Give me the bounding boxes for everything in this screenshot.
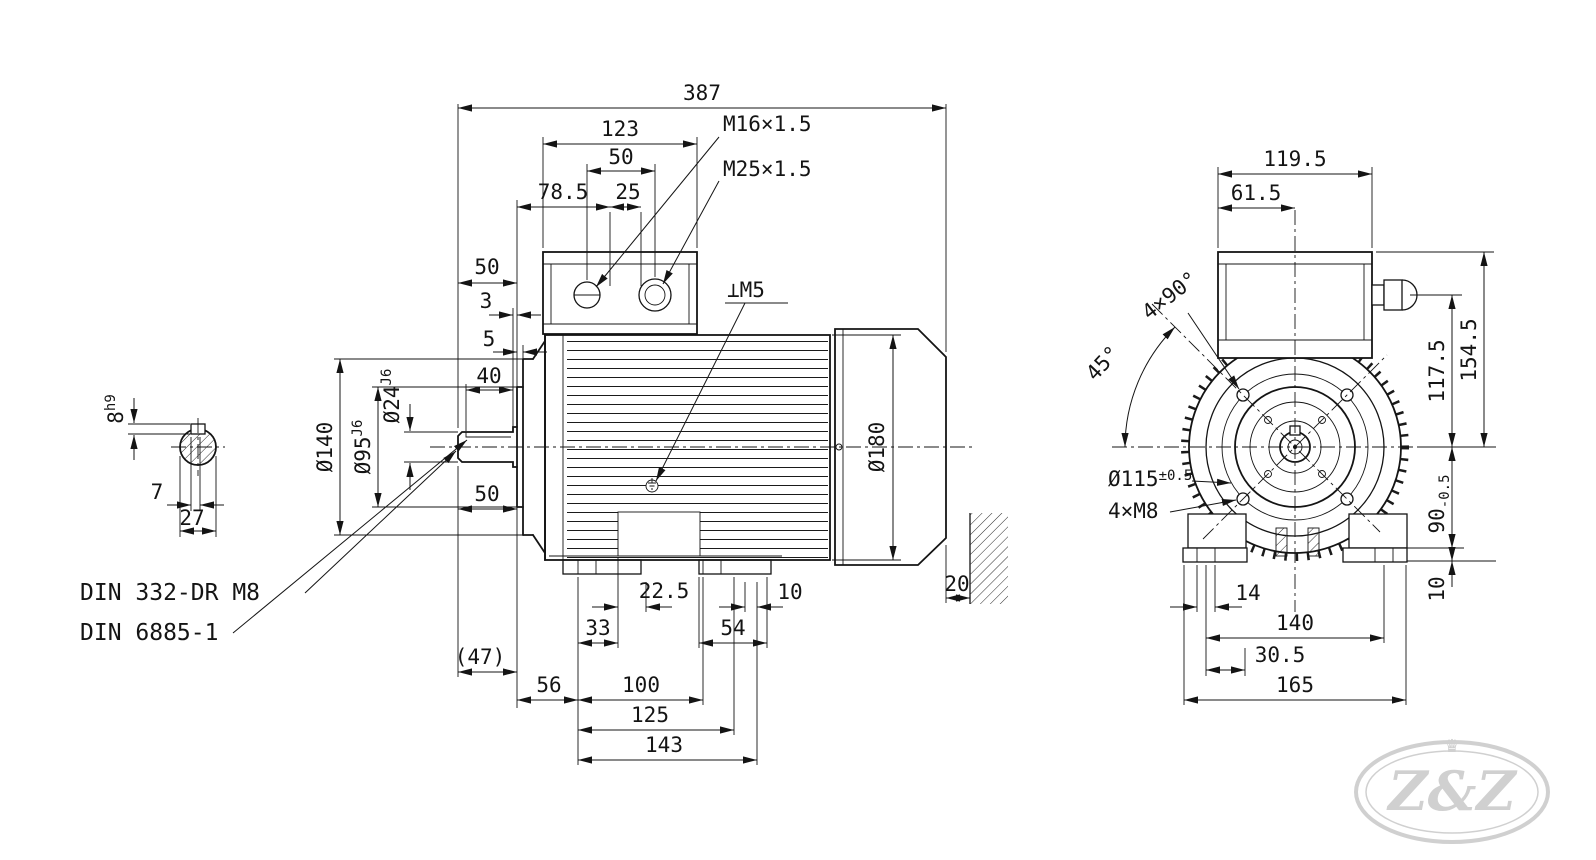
dim-gland-offset: 25 xyxy=(615,180,640,204)
label-bolt-holes: 4×M8 xyxy=(1108,499,1159,523)
dim-33: 33 xyxy=(585,616,610,640)
dim-key-length: 40 xyxy=(476,364,501,388)
dim-wall-clearance: 20 xyxy=(944,572,969,596)
front-geometry xyxy=(1112,210,1448,612)
label-centre-hole-standard: DIN 332-DR M8 xyxy=(80,580,260,606)
dim-overall-length: 387 xyxy=(683,81,721,105)
front-dimension-lines xyxy=(1121,170,1488,704)
dim-125: 125 xyxy=(631,703,669,727)
side-labels: 387 123 50 78.5 25 M16×1.5 M25×1.5 50 3 … xyxy=(80,81,970,757)
dim-slot-width: 14 xyxy=(1235,581,1260,605)
dim-shoulder-3: 3 xyxy=(480,289,493,313)
dim-key-7: 7 xyxy=(151,480,164,504)
dim-54: 54 xyxy=(720,616,745,640)
dim-shaft-27: 27 xyxy=(179,506,204,530)
dim-47-ref: (47) xyxy=(455,645,506,669)
dim-box-center: 61.5 xyxy=(1231,181,1282,205)
front-extension-lines xyxy=(1183,167,1496,705)
dim-gland-height: 117.5 xyxy=(1425,339,1449,402)
dim-slot-10: 10 xyxy=(777,580,802,604)
dim-frame-diameter: Ø180 xyxy=(865,422,889,473)
wall-hatch xyxy=(970,513,1008,604)
dim-shaft-height: 90-0.5 xyxy=(1425,474,1453,533)
shaft-section-detail: 8h9 7 27 xyxy=(103,394,225,537)
dim-shaft-extension: 50 xyxy=(474,255,499,279)
dim-foot-width: 165 xyxy=(1276,673,1314,697)
dim-bolt-circle: Ø115±0.5 xyxy=(1108,467,1192,491)
dim-spigot-5: 5 xyxy=(483,327,496,351)
front-labels: 119.5 61.5 4×90° 45° 117.5 154.5 Ø115±0.… xyxy=(1081,147,1481,697)
dim-flange-diameter: Ø140 xyxy=(313,422,337,473)
dim-key-height: 8h9 xyxy=(103,394,128,424)
watermark-crown-icon: ♛ xyxy=(1445,733,1458,758)
dim-56: 56 xyxy=(536,673,561,697)
dim-spigot-diameter: Ø95J6 xyxy=(350,420,375,475)
label-bolt-pattern: 4×90° xyxy=(1137,267,1202,325)
earth-symbol xyxy=(648,478,656,490)
dim-pad-height: 10 xyxy=(1425,576,1449,601)
dim-face-to-gland: 78.5 xyxy=(538,180,589,204)
label-earth-thread: ⊥M5 xyxy=(727,278,765,302)
watermark-logo: ♛ Z&Z xyxy=(1354,733,1550,844)
dim-foot-holes-100: 100 xyxy=(622,673,660,697)
detail-extension-lines xyxy=(128,423,217,537)
label-cable-gland-m16: M16×1.5 xyxy=(723,112,812,136)
dim-foot-length-143: 143 xyxy=(645,733,683,757)
dim-50-lower: 50 xyxy=(474,482,499,506)
front-view-motor: 119.5 61.5 4×90° 45° 117.5 154.5 Ø115±0.… xyxy=(1081,147,1496,705)
dim-gland-spacing: 50 xyxy=(608,145,633,169)
label-key-standard: DIN 6885-1 xyxy=(80,620,218,646)
watermark-text: Z&Z xyxy=(1386,759,1518,823)
dim-box-width-front: 119.5 xyxy=(1263,147,1326,171)
dim-shaft-diameter: Ø24J6 xyxy=(379,369,404,424)
side-geometry xyxy=(430,251,1008,604)
side-dimension-lines xyxy=(232,104,970,764)
dim-30-5: 30.5 xyxy=(1255,643,1306,667)
label-cable-gland-m25: M25×1.5 xyxy=(723,157,812,181)
side-view-motor: 387 123 50 78.5 25 M16×1.5 M25×1.5 50 3 … xyxy=(80,81,1008,765)
dim-overall-height: 154.5 xyxy=(1457,318,1481,381)
label-45-degrees: 45° xyxy=(1081,341,1124,385)
dim-hole-spacing: 140 xyxy=(1276,611,1314,635)
dim-22-5: 22.5 xyxy=(639,579,690,603)
detail-dimension-lines xyxy=(130,398,224,535)
dim-box-width: 123 xyxy=(601,117,639,141)
detail-geometry xyxy=(171,418,225,476)
